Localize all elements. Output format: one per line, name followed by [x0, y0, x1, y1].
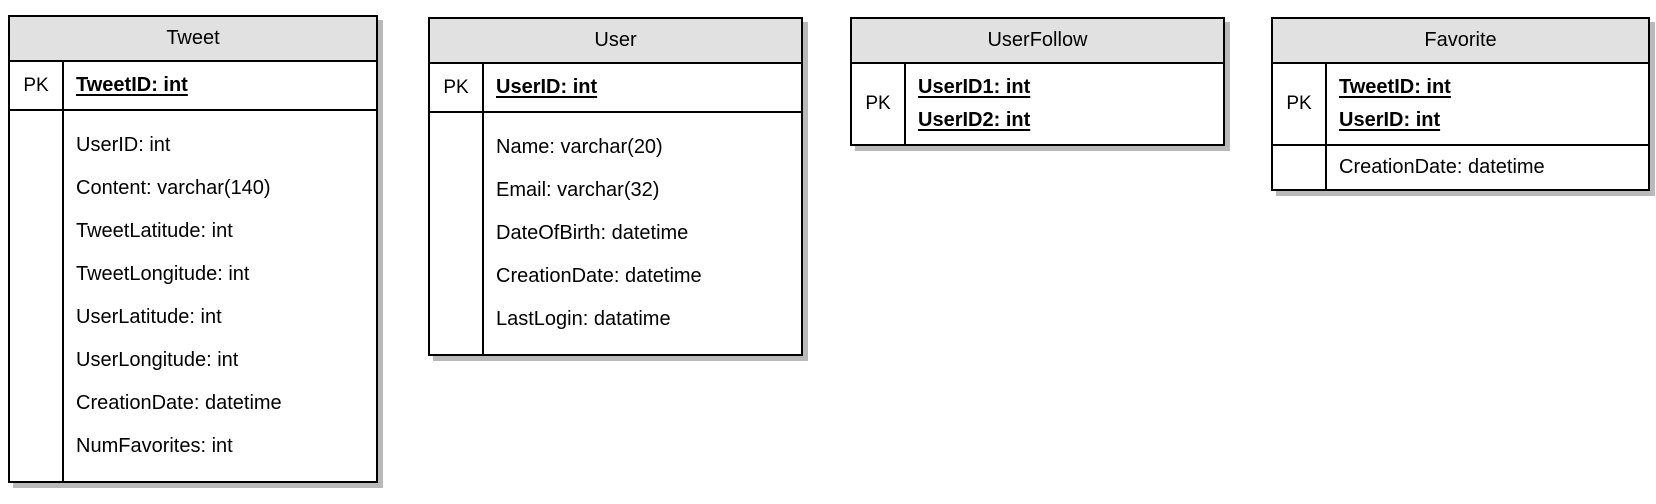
pk-gutter-label: PK: [430, 64, 484, 113]
attribute-item: CreationDate: datetime: [76, 392, 282, 414]
attribute-item: DateOfBirth: datetime: [496, 222, 689, 244]
attribute-item: UserLatitude: int: [76, 306, 222, 328]
entity-title: User: [430, 19, 801, 64]
pk-gutter-label: PK: [852, 64, 906, 144]
entity-title: Favorite: [1273, 19, 1648, 64]
attribute-item: UserID: int: [76, 134, 171, 156]
entity-body: PK UserID1: int UserID2: int: [852, 64, 1223, 144]
attribute-item: Email: varchar(32): [496, 179, 660, 201]
attribute-gutter: [430, 113, 484, 354]
attribute-item: Name: varchar(20): [496, 136, 663, 158]
entity-title: UserFollow: [852, 19, 1223, 64]
attribute-item: TweetLongitude: int: [76, 263, 250, 285]
pk-fields: TweetID: int: [64, 62, 376, 111]
attribute-item: CreationDate: datetime: [1339, 156, 1545, 178]
entity-body: PK TweetID: int UserID: int CreationDate…: [1273, 64, 1648, 189]
pk-field: TweetID: int: [1339, 76, 1451, 98]
attribute-gutter: [10, 111, 64, 481]
attribute-gutter: [1273, 146, 1327, 189]
attribute-list: CreationDate: datetime: [1327, 146, 1648, 189]
entity-userfollow[interactable]: UserFollow PK UserID1: int UserID2: int: [850, 17, 1225, 146]
attribute-item: CreationDate: datetime: [496, 265, 702, 287]
entity-title: Tweet: [10, 17, 376, 62]
pk-field: UserID1: int: [918, 76, 1031, 98]
attribute-item: NumFavorites: int: [76, 435, 233, 457]
attribute-item: Content: varchar(140): [76, 177, 271, 199]
entity-tweet[interactable]: Tweet PK TweetID: int UserID: int Conten…: [8, 15, 378, 483]
entity-favorite[interactable]: Favorite PK TweetID: int UserID: int Cre…: [1271, 17, 1650, 191]
pk-fields: TweetID: int UserID: int: [1327, 64, 1648, 146]
pk-gutter-label: PK: [1273, 64, 1327, 146]
pk-gutter-label: PK: [10, 62, 64, 111]
pk-field: UserID2: int: [918, 109, 1031, 131]
entity-body: PK UserID: int Name: varchar(20) Email: …: [430, 64, 801, 354]
attribute-list: Name: varchar(20) Email: varchar(32) Dat…: [484, 113, 801, 354]
pk-fields: UserID: int: [484, 64, 801, 113]
attribute-list: UserID: int Content: varchar(140) TweetL…: [64, 111, 376, 481]
pk-field: TweetID: int: [76, 74, 188, 96]
entity-body: PK TweetID: int UserID: int Content: var…: [10, 62, 376, 481]
pk-field: UserID: int: [1339, 109, 1441, 131]
pk-field: UserID: int: [496, 76, 598, 98]
entity-user[interactable]: User PK UserID: int Name: varchar(20) Em…: [428, 17, 803, 356]
attribute-item: LastLogin: datatime: [496, 308, 671, 330]
attribute-item: UserLongitude: int: [76, 349, 239, 371]
attribute-item: TweetLatitude: int: [76, 220, 233, 242]
pk-fields: UserID1: int UserID2: int: [906, 64, 1223, 144]
